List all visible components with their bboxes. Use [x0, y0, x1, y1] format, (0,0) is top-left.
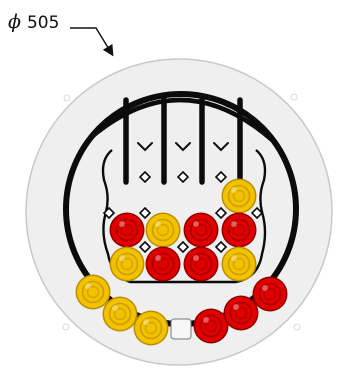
chevron-down-icon	[213, 142, 229, 152]
mounting-hole	[290, 93, 298, 101]
diamond-icon	[214, 206, 228, 220]
grid-disc-red	[109, 212, 145, 248]
mounting-hole	[293, 323, 301, 331]
grid-disc-yellow	[221, 178, 257, 214]
tray-discs	[75, 274, 288, 346]
grid-disc-red	[183, 246, 219, 282]
diamond-icon	[214, 240, 228, 254]
chevron-down-icon	[175, 142, 191, 152]
diamond-icon	[138, 206, 152, 220]
diamond-icon	[250, 206, 264, 220]
mounting-hole	[62, 323, 70, 331]
leader-arrow	[70, 27, 114, 57]
diameter-value: 505	[26, 13, 60, 33]
diamond-icon	[138, 240, 152, 254]
tray-disc-yellow	[102, 296, 138, 332]
tray-disc-red	[252, 276, 288, 312]
chevron-row	[137, 142, 229, 152]
grid-disc-yellow	[145, 212, 181, 248]
grid-top-arch	[86, 97, 274, 142]
drop-rods	[123, 97, 243, 185]
chevron-down-icon	[137, 142, 153, 152]
diameter-symbol: ϕ	[8, 11, 21, 33]
grid-discs	[109, 178, 257, 282]
grid-disc-red	[145, 246, 181, 282]
mounting-holes	[62, 93, 301, 331]
tray-disc-red	[193, 308, 229, 344]
tray-disc-yellow	[75, 274, 111, 310]
tray-center-marker	[170, 318, 192, 340]
grid-disc-red	[221, 212, 257, 248]
grid-outline	[101, 149, 267, 284]
grid-frame	[86, 97, 274, 284]
mounting-hole	[63, 94, 71, 102]
diamond-icon	[214, 170, 228, 184]
grid-disc-yellow	[221, 246, 257, 282]
diamond-icon	[138, 170, 152, 184]
grid-disc-red	[183, 212, 219, 248]
tray-disc-red	[223, 295, 259, 331]
tray-disc-yellow	[133, 310, 169, 346]
grid-disc-yellow	[109, 246, 145, 282]
diamond-icon	[176, 240, 190, 254]
diamond-icon	[102, 206, 116, 220]
diamond-icon	[176, 170, 190, 184]
diamond-markers	[102, 170, 264, 254]
